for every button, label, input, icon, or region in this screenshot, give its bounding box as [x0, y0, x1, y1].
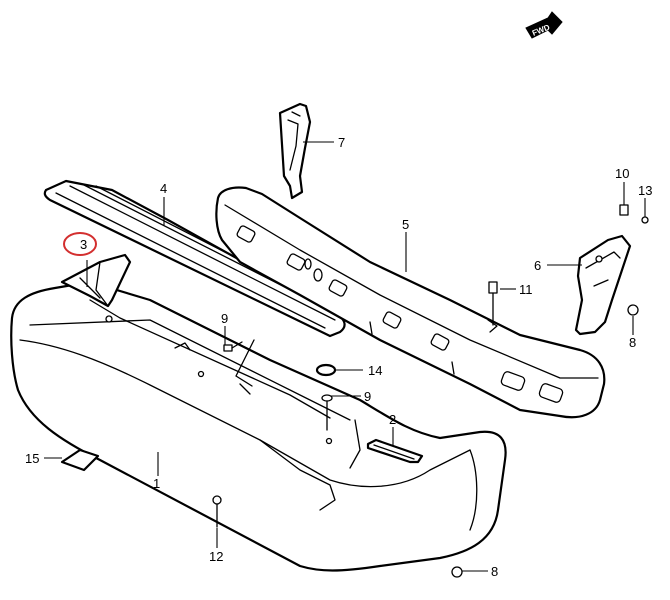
- part-14-cap: [315, 363, 337, 377]
- callout-15: 15: [25, 451, 39, 466]
- part-3-bracket: [60, 253, 132, 308]
- callout-6: 6: [534, 258, 541, 273]
- part-6-side-bracket: [574, 234, 632, 336]
- callout-1: 1: [153, 476, 160, 491]
- callout-3-highlight-ring: [63, 232, 97, 256]
- callout-8-upper: 8: [629, 335, 636, 350]
- fastener-12: [212, 495, 222, 528]
- callout-13: 13: [638, 183, 652, 198]
- callout-10: 10: [615, 166, 629, 181]
- callout-5: 5: [402, 217, 409, 232]
- part-7-upper-bracket: [278, 102, 312, 200]
- callout-2: 2: [389, 412, 396, 427]
- part-2-reflector: [366, 438, 424, 464]
- callout-11: 11: [519, 282, 533, 297]
- callout-9-lower: 9: [364, 389, 371, 404]
- leader-lines: [44, 141, 646, 572]
- fastener-9-lower: [321, 394, 333, 431]
- callout-4: 4: [160, 181, 167, 196]
- fastener-8-lower: [451, 566, 463, 578]
- fastener-9-upper: [223, 341, 243, 352]
- fwd-direction-badge: FWD: [525, 11, 563, 39]
- fastener-10: [619, 204, 629, 216]
- callout-9-upper: 9: [221, 311, 228, 326]
- fastener-11: [488, 281, 498, 326]
- callout-12: 12: [209, 549, 223, 564]
- callout-8-lower: 8: [491, 564, 498, 579]
- part-15-pad: [60, 448, 100, 472]
- part-5-reinforcement: [215, 186, 606, 419]
- fastener-13: [641, 216, 649, 224]
- callout-3: 3: [80, 237, 87, 252]
- part-1-bumper-cover: [10, 280, 507, 572]
- callout-14: 14: [368, 363, 382, 378]
- callout-labels: 1 2 3 4 5 6 7 8 8 9 9 10 11 12 13 14 15: [25, 135, 652, 579]
- fastener-8-upper: [627, 304, 639, 316]
- callout-7: 7: [338, 135, 345, 150]
